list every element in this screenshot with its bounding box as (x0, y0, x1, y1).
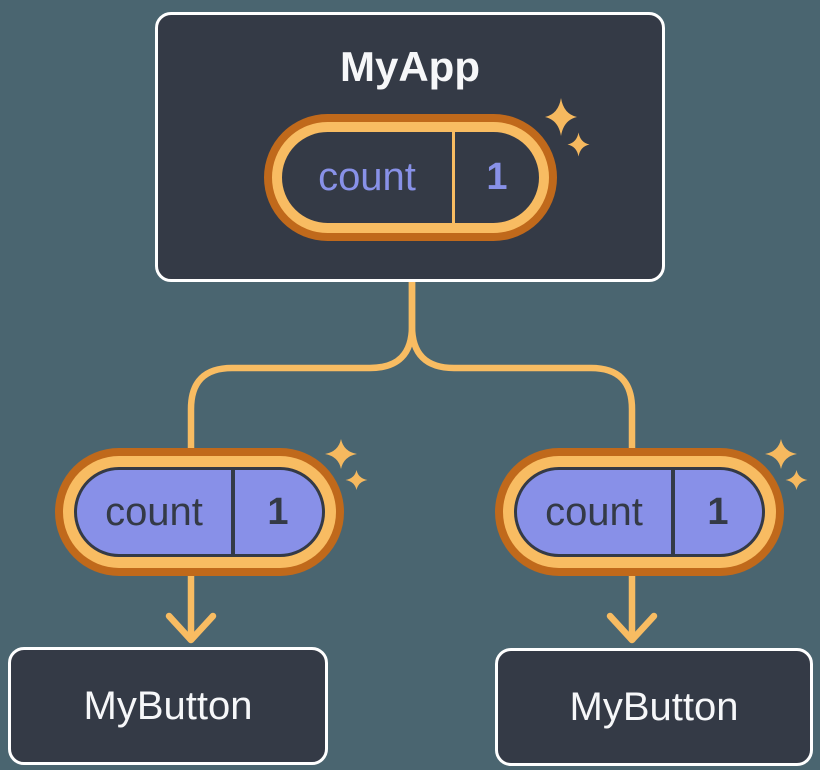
pill-divider (671, 470, 675, 554)
sparkle-small-icon (345, 470, 368, 490)
prop-name-cell: count (517, 470, 671, 554)
prop-name-cell: count (77, 470, 231, 554)
prop-name: count (545, 489, 643, 534)
connector-branch-right (408, 281, 636, 478)
component-title: MyButton (569, 685, 739, 729)
prop-value: 1 (707, 490, 729, 533)
prop-name: count (105, 489, 203, 534)
state-name: count (318, 155, 416, 199)
prop-value-cell: 1 (675, 470, 762, 554)
sparkles-icon-left (325, 439, 368, 490)
arrow-head (606, 612, 658, 644)
prop-pill-mybutton-right: count 1 (514, 467, 765, 557)
pill-divider (231, 470, 235, 554)
prop-value: 1 (267, 490, 289, 533)
component-node-mybutton-right: MyButton (495, 648, 813, 766)
state-pill-myapp: count 1 (272, 122, 549, 233)
pill-divider (452, 132, 455, 223)
prop-pill-mybutton-left: count 1 (74, 467, 325, 557)
component-title: MyButton (83, 684, 253, 728)
prop-value-cell: 1 (235, 470, 322, 554)
sparkle-large-icon (765, 439, 797, 469)
state-value-cell: 1 (455, 132, 539, 223)
state-value: 1 (486, 156, 508, 198)
arrow-down-icon-right (606, 568, 658, 644)
arrow-down-icon-left (165, 568, 217, 644)
connector-branch-left (187, 281, 416, 478)
component-title: MyApp (340, 43, 480, 90)
state-name-cell: count (282, 132, 452, 223)
component-node-mybutton-left: MyButton (8, 647, 328, 765)
arrow-head (165, 612, 217, 644)
sparkle-large-icon (325, 439, 357, 469)
component-node-myapp: MyApp count 1 (155, 12, 665, 282)
sparkle-small-icon (785, 470, 808, 490)
sparkles-icon-right (765, 439, 808, 490)
